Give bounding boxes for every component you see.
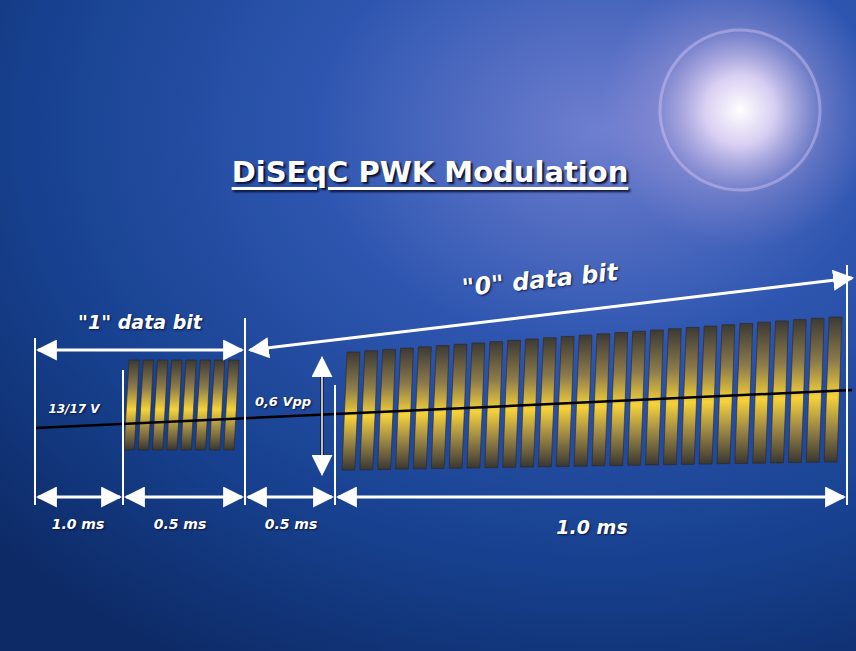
carrier-cycle xyxy=(610,333,628,466)
dimension-label: 1.0 ms xyxy=(52,516,105,532)
carrier-cycle xyxy=(210,360,225,450)
carrier-cycle xyxy=(396,348,414,469)
carrier-cycle xyxy=(538,338,556,467)
carrier-cycle xyxy=(521,339,539,467)
carrier-cycle xyxy=(195,360,210,450)
amplitude-arrow-core xyxy=(321,362,323,470)
carrier-cycle xyxy=(360,351,378,470)
carrier-cycle xyxy=(592,334,610,466)
carrier-cycle xyxy=(485,342,503,468)
carrier-cycle xyxy=(181,360,196,450)
amplitude-arrow xyxy=(321,358,324,474)
carrier-cycle xyxy=(342,352,360,470)
dc-baseline xyxy=(35,390,852,428)
carrier-cycle xyxy=(503,340,521,467)
bit-label: "1" data bit xyxy=(78,311,202,333)
dimension-label: 0.5 ms xyxy=(154,516,207,532)
extension-lines xyxy=(35,265,847,505)
carrier-cycle xyxy=(224,360,239,450)
carrier-cycle xyxy=(413,347,431,469)
carrier-cycle xyxy=(153,360,168,450)
carrier-cycle xyxy=(467,343,485,468)
carrier-cycle xyxy=(124,360,139,450)
carrier-cycle xyxy=(556,336,574,466)
dimension-label: 1.0 ms xyxy=(556,516,627,538)
dimension-arrows xyxy=(38,278,852,497)
carrier-cycle xyxy=(138,360,153,450)
carrier-cycle xyxy=(574,335,592,466)
carrier-cycle xyxy=(735,323,753,463)
carrier-cycle xyxy=(663,329,681,465)
amplitude-label: 0,6 Vpp xyxy=(255,394,311,409)
diagram-title: DiSEqC PWK Modulation xyxy=(232,155,629,189)
carrier-cycle xyxy=(449,344,467,468)
carrier-cycle xyxy=(681,327,699,464)
carrier-cycle xyxy=(717,325,735,464)
dimension-label: 0.5 ms xyxy=(265,516,318,532)
light-ring xyxy=(660,30,820,190)
carrier-cycle xyxy=(378,349,396,469)
carrier-cycle xyxy=(699,326,717,464)
tone-bursts xyxy=(124,317,842,470)
carrier-cycle xyxy=(167,360,182,450)
light-glow xyxy=(600,0,856,250)
carrier-cycle xyxy=(646,330,664,465)
carrier-cycle xyxy=(628,331,646,465)
voltage-label: 13/17 V xyxy=(48,402,99,416)
carrier-cycle xyxy=(431,346,449,469)
